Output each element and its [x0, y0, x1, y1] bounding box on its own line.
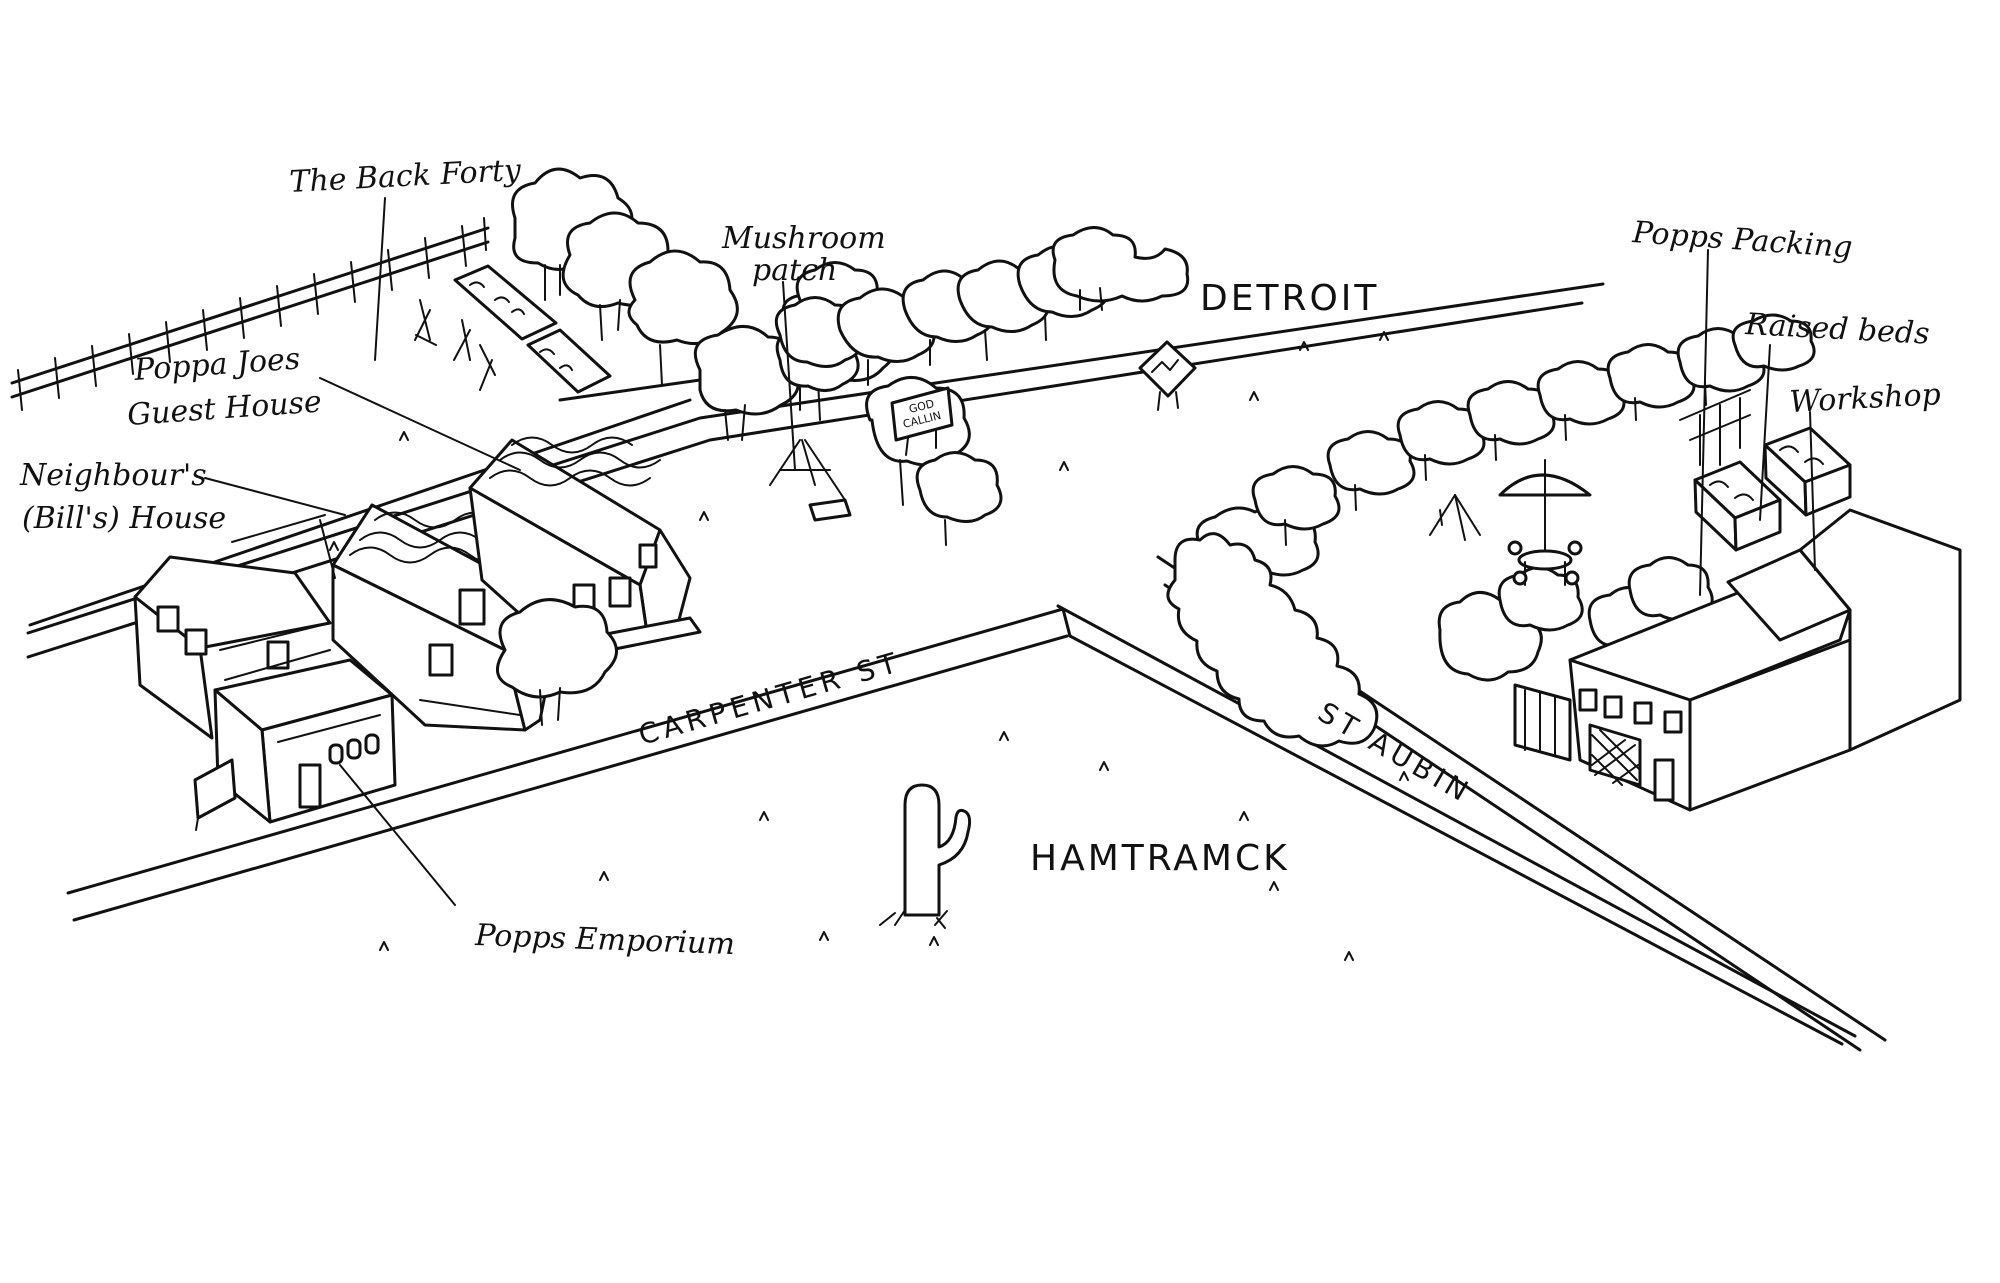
- label-popps-emporium: Popps Emporium: [474, 918, 736, 962]
- neighbours-house: [133, 555, 332, 740]
- st-aubin-curb: [1061, 607, 1072, 638]
- street-label-carpenter: CARPENTER ST: [635, 645, 905, 752]
- swing-set: [1429, 494, 1481, 541]
- workshop-building: [1726, 548, 1852, 642]
- popps-packing-building: [1568, 508, 1962, 812]
- mushroom-patch: [769, 439, 852, 522]
- north-block-edges: [28, 378, 702, 627]
- grass-ticks: [329, 331, 1409, 961]
- tree-front-guest-house: [496, 598, 618, 726]
- guest-house-right: [468, 436, 702, 657]
- diamond-sign: [1138, 340, 1197, 411]
- label-poppa-joes-line2: Guest House: [126, 384, 323, 432]
- label-neighbours-line2: (Bill's) House: [22, 501, 226, 536]
- yard-fences: [231, 514, 336, 579]
- raised-beds: [1679, 389, 1852, 552]
- back-forty-fence: [10, 217, 490, 411]
- god-callin-sign: GOD CALLIN: [890, 386, 954, 456]
- back-forty-garden-beds: [414, 264, 612, 394]
- popps-emporium-building: [193, 658, 397, 831]
- leader-lines: [204, 197, 1816, 906]
- area-label-hamtramck: HAMTRAMCK: [1030, 838, 1290, 879]
- label-back-forty: The Back Forty: [289, 153, 523, 200]
- label-popps-packing: Popps Packing: [1630, 215, 1853, 265]
- patio-umbrella-table: [1498, 459, 1592, 586]
- east-gate: [1513, 683, 1572, 762]
- area-label-detroit: DETROIT: [1200, 278, 1379, 319]
- god-callin-sign-line1: GOD: [908, 397, 936, 416]
- label-mushroom-patch-line2: patch: [752, 253, 837, 288]
- label-neighbours-line1: Neighbour's: [19, 458, 207, 493]
- label-workshop: Workshop: [1789, 377, 1942, 420]
- label-mushroom-patch-line1: Mushroom: [721, 221, 886, 256]
- east-block-tree-line: [1195, 313, 1816, 581]
- cactus: [879, 783, 972, 929]
